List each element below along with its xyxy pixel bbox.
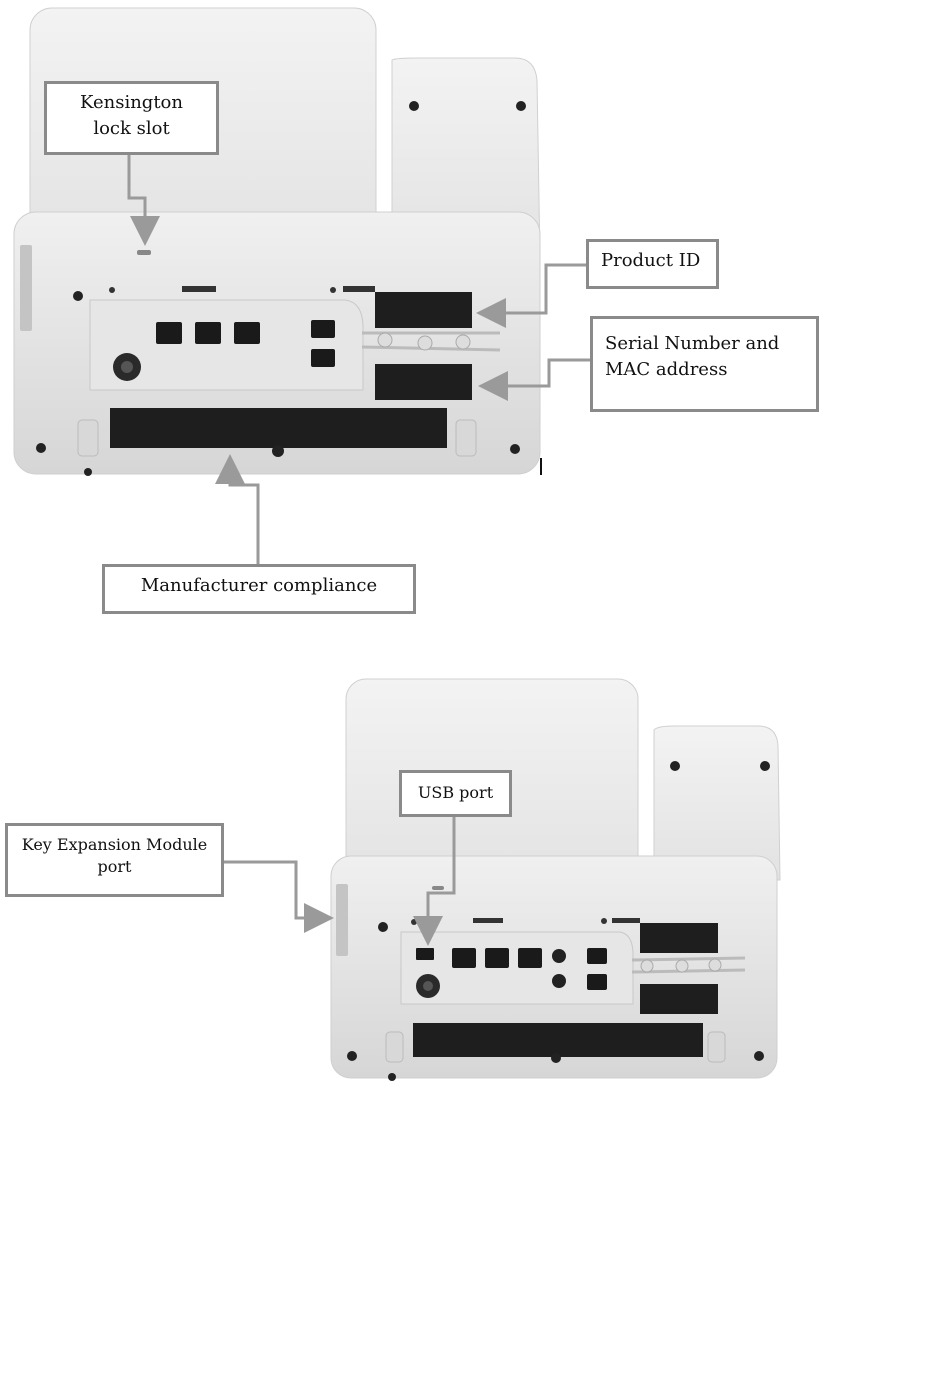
callout-manufacturer-compliance: Manufacturer compliance xyxy=(102,564,416,614)
callout-kensington-lock-slot: Kensington lock slot xyxy=(44,81,219,155)
phone-back-bottom xyxy=(331,679,780,1081)
screw xyxy=(516,101,526,111)
kensington-slot xyxy=(137,250,151,255)
leader-kem xyxy=(223,862,328,918)
phone-back-top xyxy=(14,8,541,476)
callout-usb-port: USB port xyxy=(399,770,512,817)
screw xyxy=(409,101,419,111)
leader-compliance xyxy=(230,460,258,565)
callout-product-id: Product ID xyxy=(586,239,719,289)
serial-mac-label xyxy=(375,364,472,400)
usb-port xyxy=(416,948,434,960)
callout-serial-number-mac-address: Serial Number and MAC address xyxy=(590,316,819,412)
compliance-label xyxy=(110,408,447,448)
callout-key-expansion-module-port: Key Expansion Module port xyxy=(5,823,224,897)
product-id-label xyxy=(375,292,472,328)
